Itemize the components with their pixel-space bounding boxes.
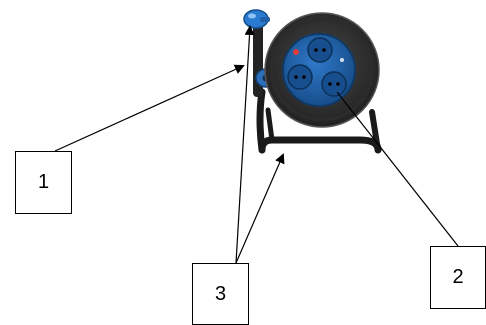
callout-label-3: 3 [192,263,249,325]
callout-label-1: 1 [15,151,72,214]
socket-top [307,37,333,63]
callout-text-3: 3 [214,282,227,305]
indicator-light [293,49,299,55]
callout-label-2: 2 [430,246,486,309]
arrow-1 [54,64,245,152]
callout-text-2: 2 [452,266,464,288]
arrow-2 [336,91,459,247]
callout-text-1: 1 [37,171,50,193]
leader-lines [54,25,459,264]
socket-left [287,64,313,90]
arrow-3b [235,153,285,264]
socket-right [321,71,347,97]
arrow-3a [235,25,255,264]
socket-plate [282,33,356,107]
